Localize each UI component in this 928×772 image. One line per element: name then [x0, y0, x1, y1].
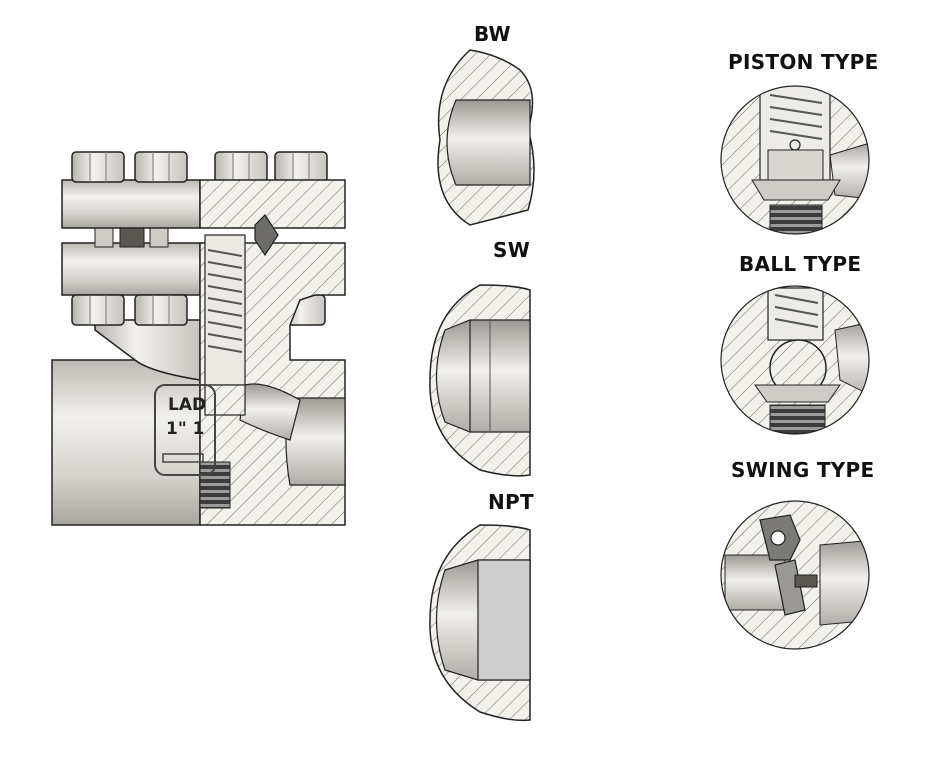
ball-type-label: BALL TYPE	[739, 252, 862, 276]
swing-disc	[774, 559, 806, 616]
piston-type-label: PISTON TYPE	[728, 50, 879, 74]
bottom-nut	[71, 294, 125, 326]
gasket	[254, 214, 279, 257]
bw-label: BW	[474, 22, 511, 46]
top-nut	[274, 151, 328, 183]
lower-flange	[61, 242, 201, 296]
swing-type-label: SWING TYPE	[731, 458, 875, 482]
top-nut	[214, 151, 268, 183]
body-marking-line2: 1" 1	[166, 419, 204, 439]
spring	[207, 249, 243, 353]
ball-type-detail	[721, 286, 869, 434]
body-marking-line1: LAD	[168, 395, 206, 415]
top-nut	[134, 151, 188, 183]
swing-type-detail	[721, 501, 869, 649]
top-nut	[71, 151, 125, 183]
bonnet-section	[199, 179, 346, 229]
npt-end-detail	[429, 524, 531, 722]
main-valve-assembly: LAD 1" 1	[51, 151, 346, 526]
npt-label: NPT	[488, 490, 534, 514]
bottom-nut	[134, 294, 188, 326]
bw-end-detail	[437, 49, 535, 226]
piston-type-detail	[721, 86, 869, 234]
sw-label: SW	[493, 238, 531, 262]
sw-end-detail	[429, 284, 531, 477]
bonnet-flange	[61, 179, 201, 229]
body-marking-plate	[154, 384, 216, 476]
